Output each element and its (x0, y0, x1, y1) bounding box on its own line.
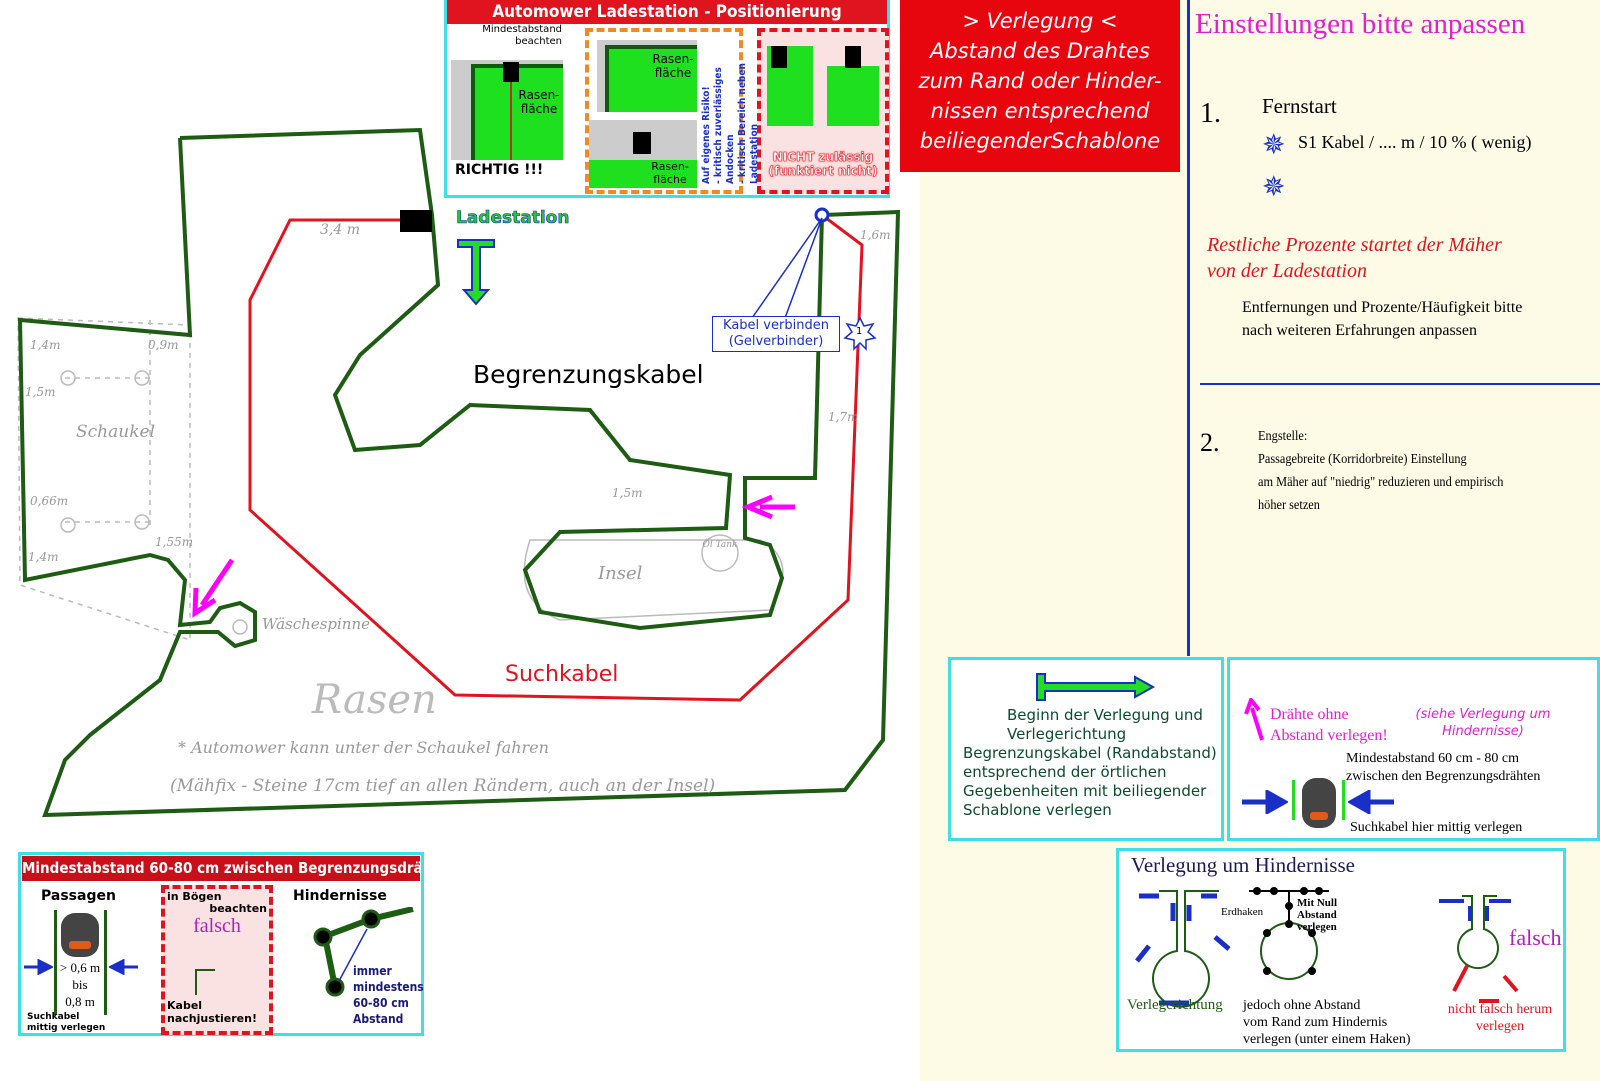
lawn-text: Rasen-fläche (652, 52, 694, 80)
lawn-label: Rasen (312, 677, 437, 723)
instruction-line: beiliegenderSchablone (919, 129, 1161, 153)
boundary-wire (17, 127, 901, 818)
guide-center-text: Suchkabel hier mittig verlegen (1350, 820, 1523, 835)
fernstart-label: Fernstart (1262, 94, 1337, 118)
step-number: 1. (1200, 98, 1221, 129)
pink-arrow-icon (1244, 698, 1264, 741)
panel-title: Automower Ladestation - Positionierung (447, 0, 887, 24)
correct-illustration: Rasen-fläche (451, 60, 563, 160)
settings-note: Entfernungen und Prozente/Häufigkeit bit… (1242, 299, 1523, 339)
obstacles-box: Verlegung um Hindernisse falsch Erdhaken… (1116, 848, 1566, 1052)
dim: 0,66m (30, 494, 69, 508)
mower-icon (1302, 778, 1336, 828)
passages-heading: Passagen (41, 888, 116, 904)
boundary-label: Begrenzungskabel (473, 360, 704, 389)
dim: 3,4 m (320, 222, 360, 238)
island-label: Insel (598, 563, 643, 584)
instruction-line: Abstand des Drahtes (930, 39, 1150, 63)
ground-hook-label: Erdhaken (1221, 906, 1264, 918)
direction-label: Verlegerichtung (1127, 997, 1223, 1013)
wrong-label: falsch (193, 915, 241, 937)
note-stones: (Mähfix - Steine 17cm tief an allen Ränd… (170, 776, 716, 796)
instruction-line: zum Rand oder Hinder- (918, 69, 1162, 93)
dim: 0,9m (148, 338, 179, 352)
star-icon (843, 316, 877, 351)
obstacles-title: Verlegung um Hindernisse (1131, 853, 1355, 877)
dim: 1,7m (828, 410, 859, 424)
station-positioning-panel: Automower Ladestation - Positionierung M… (444, 0, 890, 198)
dim: 1,4m (28, 550, 59, 564)
start-arrow-icon (1036, 673, 1156, 701)
star-icon-2: ✵ (1262, 170, 1286, 203)
star-digit: 1 (856, 326, 863, 337)
lawn-text: Rasen-fläche (651, 160, 689, 186)
start-arrow-icon (457, 239, 495, 306)
risk-text: Auf eigenes Risiko!- kritisch zuverlässi… (701, 63, 760, 184)
arrow-right-icon (24, 959, 53, 975)
tank-label: Öl Tank (702, 540, 738, 550)
connector-icon (814, 207, 830, 223)
guide-wire (248, 213, 864, 702)
clothesline-label: Wäschespinne (262, 615, 370, 633)
star-icon: ✵ (1262, 128, 1286, 161)
laying-instructions-box: > Verlegung < Abstand des Drahtes zum Rand… (900, 0, 1180, 172)
arrow-right-icon (1242, 790, 1288, 814)
step-number: 2. (1200, 428, 1220, 457)
settings-title: Einstellungen bitte anpassen (1195, 8, 1526, 40)
instruction-line: nissen entsprechend (930, 99, 1150, 123)
note-swing: * Automower kann unter der Schaukel fahr… (178, 738, 549, 757)
dim: 1,4m (30, 338, 61, 352)
dim: 1,6m (860, 228, 891, 242)
min-distance-label: Mindestabstand beachten (482, 24, 562, 47)
s1-setting: S1 Kabel / .... m / 10 % ( wenig) (1298, 132, 1532, 152)
ladestation-label: Ladestation (456, 208, 570, 229)
connect-callout: Kabel verbinden(Gelverbinder) (712, 316, 840, 352)
min-distance-box: Mindestabstand 60-80 cm zwischen Begrenz… (18, 852, 424, 1036)
lawn-text: Rasen-fläche (518, 88, 560, 116)
arrow-left-icon (1348, 790, 1394, 814)
obstacle-circles-icon (313, 907, 414, 997)
dim: 1,5m (25, 385, 56, 399)
risk-box: Rasen-fläche Rasen-fläche Auf eigenes Ri… (585, 28, 760, 194)
arrow-left-icon (109, 959, 138, 975)
swing-label: Schaukel (76, 422, 155, 442)
not-allowed-box: NICHT zulässig(funktiert nicht) (757, 28, 889, 194)
callout-line: (Gelverbinder) (728, 334, 824, 349)
pink-arrow-icon (741, 494, 795, 520)
obstacles-heading: Hindernisse (293, 888, 387, 904)
wrong-label: falsch (1509, 925, 1562, 950)
not-allowed-text: NICHT zulässig(funktiert nicht) (768, 150, 878, 179)
callout-line: Kabel verbinden (723, 318, 829, 333)
divider (1200, 383, 1600, 385)
instruction-line: > Verlegung < (962, 9, 1118, 33)
guide-label: Suchkabel (505, 662, 619, 687)
correct-label: RICHTIG !!! (455, 162, 544, 178)
obstacle-diagrams (1135, 887, 1519, 1008)
min-distance-title: Mindestabstand 60-80 cm zwischen Begrenz… (22, 856, 420, 881)
mower-icon (61, 913, 99, 957)
dim: 1,55m (155, 535, 194, 549)
pink-arrow-icon-2 (192, 558, 235, 618)
divider (1187, 0, 1190, 656)
charging-station (400, 210, 432, 232)
narrow-passage-text: Engstelle:Passagebreite (Korridorbreite)… (1258, 429, 1504, 513)
garden-map (17, 127, 901, 818)
dim: 1,5m (612, 486, 643, 500)
